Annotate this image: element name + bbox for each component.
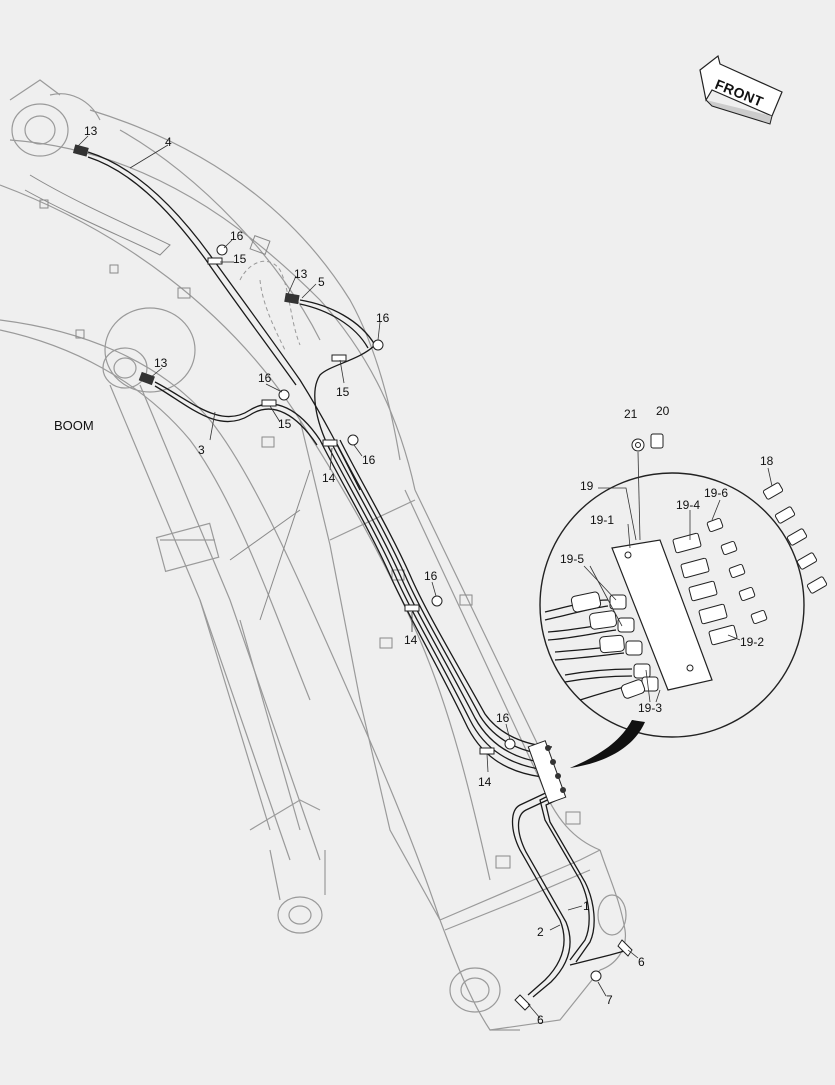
- callout-15: 15: [278, 417, 292, 431]
- callout-15: 15: [233, 252, 247, 266]
- callout-13: 13: [154, 356, 168, 370]
- callout-5: 5: [318, 275, 325, 289]
- callout-14: 14: [478, 775, 492, 789]
- callout-21: 21: [624, 407, 638, 421]
- detail-view: [539, 433, 828, 768]
- callout-3: 3: [198, 443, 205, 457]
- callout-16: 16: [230, 229, 244, 243]
- callout-16: 16: [258, 371, 272, 385]
- callout-14: 14: [404, 633, 418, 647]
- callout-15: 15: [336, 385, 350, 399]
- part-callouts: BOOM 4 13 16 15 13 5 16 13 16 15 15 3 16…: [54, 124, 774, 1027]
- callout-4: 4: [165, 135, 172, 149]
- callout-18: 18: [760, 454, 774, 468]
- callout-20: 20: [656, 404, 670, 418]
- callout-19-1: 19-1: [590, 513, 614, 527]
- callout-19-6: 19-6: [704, 486, 728, 500]
- callout-14: 14: [322, 471, 336, 485]
- callout-2: 2: [537, 925, 544, 939]
- callout-16: 16: [376, 311, 390, 325]
- callout-16: 16: [424, 569, 438, 583]
- callout-16: 16: [496, 711, 510, 725]
- callout-6: 6: [537, 1013, 544, 1027]
- callout-7: 7: [606, 993, 613, 1007]
- front-direction-arrow: FRONT: [699, 54, 783, 125]
- callout-19-2: 19-2: [740, 635, 764, 649]
- callout-6: 6: [638, 955, 645, 969]
- callout-19-4: 19-4: [676, 498, 700, 512]
- callout-13: 13: [84, 124, 98, 138]
- hydraulic-hoses: [72, 144, 633, 1011]
- callout-19-3: 19-3: [638, 701, 662, 715]
- callout-16: 16: [362, 453, 376, 467]
- boom-label: BOOM: [54, 418, 94, 433]
- callout-19: 19: [580, 479, 594, 493]
- boom-structure: [0, 79, 627, 1031]
- callout-19-5: 19-5: [560, 552, 584, 566]
- callout-13: 13: [294, 267, 308, 281]
- callout-1: 1: [583, 899, 590, 913]
- leader-lines: [77, 135, 639, 1019]
